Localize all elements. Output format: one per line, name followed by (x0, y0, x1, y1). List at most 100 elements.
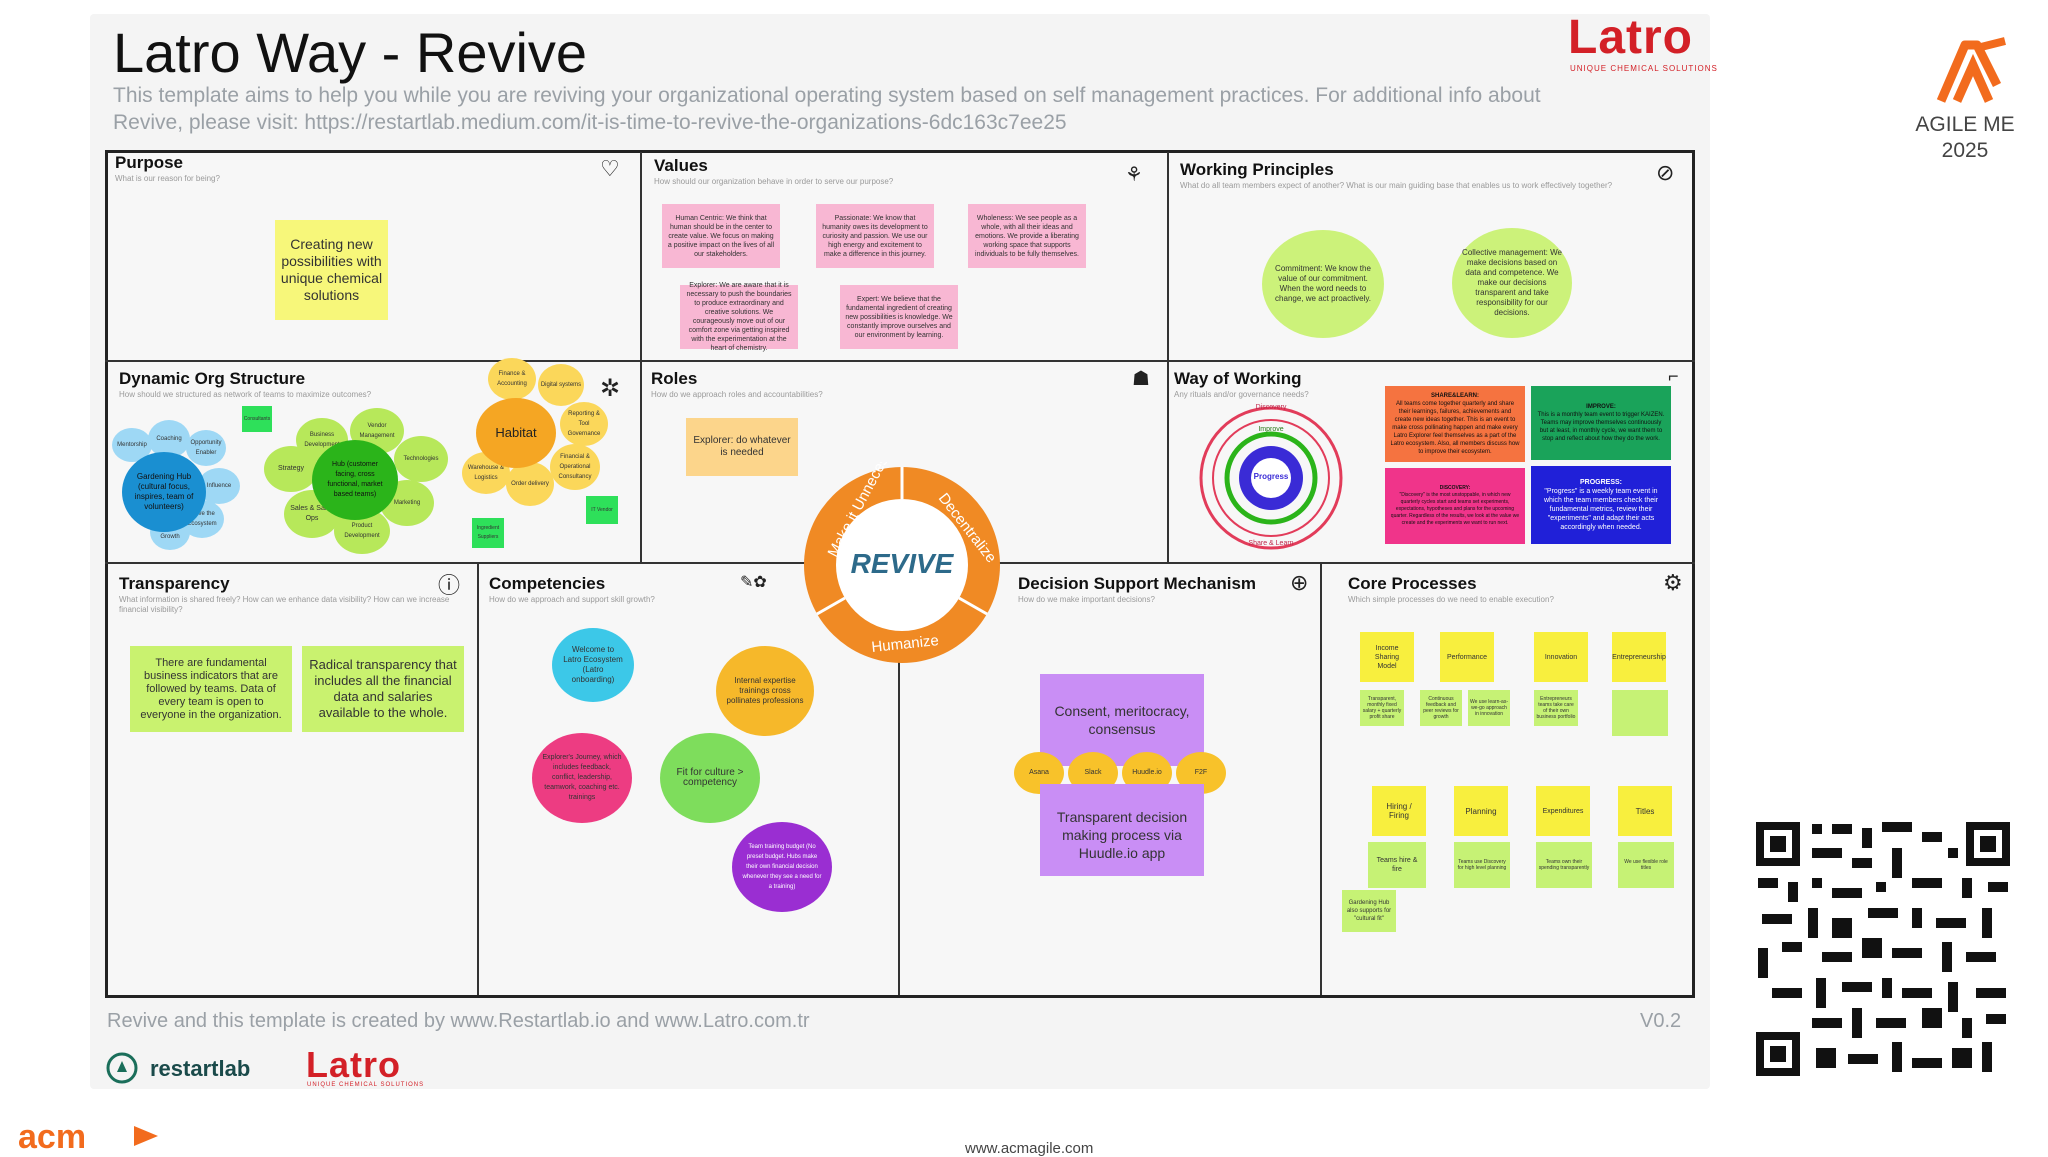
customer-hub[interactable]: Hub (customer facing, cross functional, … (312, 440, 398, 520)
wow-note-discovery[interactable]: DISCOVERY: "Discovery" is the most unsto… (1385, 468, 1525, 544)
agile-me-icon (1936, 37, 2006, 103)
row-divider-1 (105, 360, 1695, 362)
play-arrow-icon (134, 1126, 158, 1146)
col-divider-1 (640, 152, 642, 562)
core-note-3[interactable]: We use learn-as-we-go approach in innova… (1468, 690, 1510, 726)
transparency-question: What information is shared freely? How c… (119, 595, 450, 614)
revive-arc-3: Humanize (871, 632, 940, 656)
competency-note-5[interactable]: Team training budget (No preset budget. … (732, 822, 832, 912)
cycle-progress: Progress (1253, 472, 1289, 481)
agile-me-label: AGILE ME 2025 (1905, 112, 2025, 164)
roles-note[interactable]: Explorer: do whatever is needed (686, 418, 798, 476)
core-note-2[interactable]: Continuous feedback and peer reviews for… (1420, 690, 1462, 726)
wow-note-3-body: "Discovery" is the most unstoppable, in … (1390, 492, 1520, 526)
wow-note-share-learn[interactable]: SHARE&LEARN: All teams come together qua… (1385, 386, 1525, 462)
core-note-9[interactable]: We use flexible role titles (1618, 842, 1674, 888)
footer-url: www.acmagile.com (965, 1140, 1094, 1157)
wow-note-2-head: IMPROVE: (1586, 404, 1616, 410)
principles-note-1[interactable]: Commitment: We know the value of our com… (1262, 230, 1384, 338)
agile-me-title: AGILE ME (1915, 113, 2015, 136)
org-question: How should we structured as network of t… (119, 390, 372, 399)
competency-note-1[interactable]: Welcome to Latro Ecosystem (Latro onboar… (552, 628, 634, 702)
gardening-hub[interactable]: Gardening Hub (cultural focus, inspires,… (122, 452, 206, 532)
competency-note-2[interactable]: Internal expertise trainings cross polli… (716, 646, 814, 736)
core-note-1[interactable]: Transparent, monthly fixed salary + quar… (1360, 690, 1404, 726)
habitat-petal-5: Order delivery (506, 462, 554, 506)
competencies-question: How do we approach and support skill gro… (489, 595, 655, 604)
hands-heart-icon: ⚘ (1125, 164, 1143, 186)
restartlab-logo: restartlab (150, 1056, 251, 1081)
col-divider-3 (477, 562, 479, 995)
purpose-title: Purpose (115, 153, 184, 172)
cycle-share-learn: Share & Learn (1248, 540, 1294, 547)
footer-credit: Revive and this template is created by w… (107, 1010, 810, 1032)
values-question: How should our organization behave in or… (654, 177, 894, 186)
wow-note-1-body: All teams come together quarterly and sh… (1390, 401, 1520, 455)
cycle-discovery: Discovery (1255, 404, 1287, 411)
compass-icon: ⊘ (1656, 160, 1675, 185)
core-note-8[interactable]: Teams own their spending transparently (1536, 842, 1592, 888)
qr-code[interactable] (1752, 818, 2014, 1080)
core-head-1[interactable]: Income Sharing Model (1360, 632, 1414, 682)
values-title: Values (654, 156, 708, 175)
latro-logo: Latro (1568, 11, 1693, 64)
core-head-5[interactable]: Hiring / Firing (1372, 786, 1426, 836)
wow-question: Any rituals and/or governance needs? (1174, 390, 1309, 399)
values-note-3[interactable]: Wholeness: We see people as a whole, wit… (968, 204, 1086, 268)
core-head-4[interactable]: Entrepreneurship (1612, 632, 1666, 682)
wow-note-1-head: SHARE&LEARN: (1431, 393, 1479, 399)
core-head-8[interactable]: Titles (1618, 786, 1672, 836)
habitat-petal-2: Digital systems (538, 364, 584, 406)
people-icon: ☗ (1132, 368, 1150, 390)
chart-icon: ⌐ (1668, 366, 1679, 386)
revive-ring: Make it Unnecessary Decentralize Humaniz… (804, 462, 1000, 663)
core-note-7[interactable]: Teams use Discovery for high level plann… (1454, 842, 1510, 888)
restartlab-icon (106, 1052, 138, 1084)
org-title: Dynamic Org Structure (119, 369, 306, 388)
wow-note-4-head: PROGRESS: (1579, 479, 1622, 486)
gear-icon: ⚙ (1663, 570, 1683, 595)
principles-note-2[interactable]: Collective management: We make decisions… (1452, 228, 1572, 338)
competency-note-4[interactable]: Fit for culture > competency (660, 733, 760, 823)
org-tag-suppliers[interactable]: Ingredient Suppliers (472, 518, 504, 548)
values-note-4[interactable]: Explorer: We are aware that it is necess… (680, 282, 798, 352)
core-note-gardening[interactable]: Gardening Hub also supports for "cultura… (1342, 890, 1396, 932)
cycle-improve: Improve (1258, 426, 1284, 433)
roles-title: Roles (651, 369, 698, 388)
decision-note-top[interactable]: Consent, meritocracy, consensus (1040, 674, 1204, 766)
org-tag-consultants[interactable]: Consultants (242, 406, 272, 432)
info-icon: ⓘ (438, 573, 461, 598)
habitat-petal-3: Reporting & Tool Governance (560, 402, 608, 446)
values-note-1[interactable]: Human Centric: We think that human shoul… (662, 204, 780, 268)
footer-version: V0.2 (1640, 1010, 1682, 1032)
competency-note-3[interactable]: Explorer's Journey, which includes feedb… (532, 733, 632, 823)
purpose-note[interactable]: Creating new possibilities with unique c… (275, 220, 388, 320)
core-head-6[interactable]: Planning (1454, 786, 1508, 836)
values-note-2[interactable]: Passionate: We know that humanity owes i… (816, 204, 934, 268)
wow-note-improve[interactable]: IMPROVE: This is a monthly team event to… (1531, 386, 1671, 460)
acm-logo: acm (18, 1118, 87, 1156)
core-head-7[interactable]: Expenditures (1536, 786, 1590, 836)
habitat-hub[interactable]: Habitat (476, 398, 556, 468)
core-head-2[interactable]: Performance (1440, 632, 1494, 682)
competencies-title: Competencies (489, 574, 606, 593)
revive-center-label: REVIVE (850, 548, 954, 579)
core-note-6[interactable]: Teams hire & fire (1368, 842, 1426, 888)
wow-note-progress[interactable]: PROGRESS: "Progress" is a weekly team ev… (1531, 466, 1671, 544)
transparency-note-2[interactable]: Radical transparency that includes all t… (302, 646, 464, 732)
values-note-5[interactable]: Expert: We believe that the fundamental … (840, 285, 958, 349)
org-tag-it-vendor[interactable]: IT Vendor (586, 496, 618, 524)
core-head-3[interactable]: Innovation (1534, 632, 1588, 682)
purpose-question: What is our reason for being? (115, 174, 220, 183)
decision-title: Decision Support Mechanism (1018, 574, 1257, 593)
core-note-4[interactable]: Entrepreneurs teams take care of their o… (1534, 690, 1578, 726)
gardening-petal-2: Opportunity Enabler (186, 430, 226, 466)
decision-note-bottom[interactable]: Transparent decision making process via … (1040, 784, 1204, 876)
hub-petal-7: Strategy (264, 446, 318, 492)
col-divider-5 (1320, 562, 1322, 995)
wow-note-3-head: DISCOVERY: (1439, 485, 1471, 491)
core-note-5[interactable] (1612, 690, 1668, 736)
wow-note-2-body: This is a monthly team event to trigger … (1537, 412, 1665, 442)
transparency-note-1[interactable]: There are fundamental business indicator… (130, 646, 292, 732)
col-divider-4 (898, 562, 900, 995)
